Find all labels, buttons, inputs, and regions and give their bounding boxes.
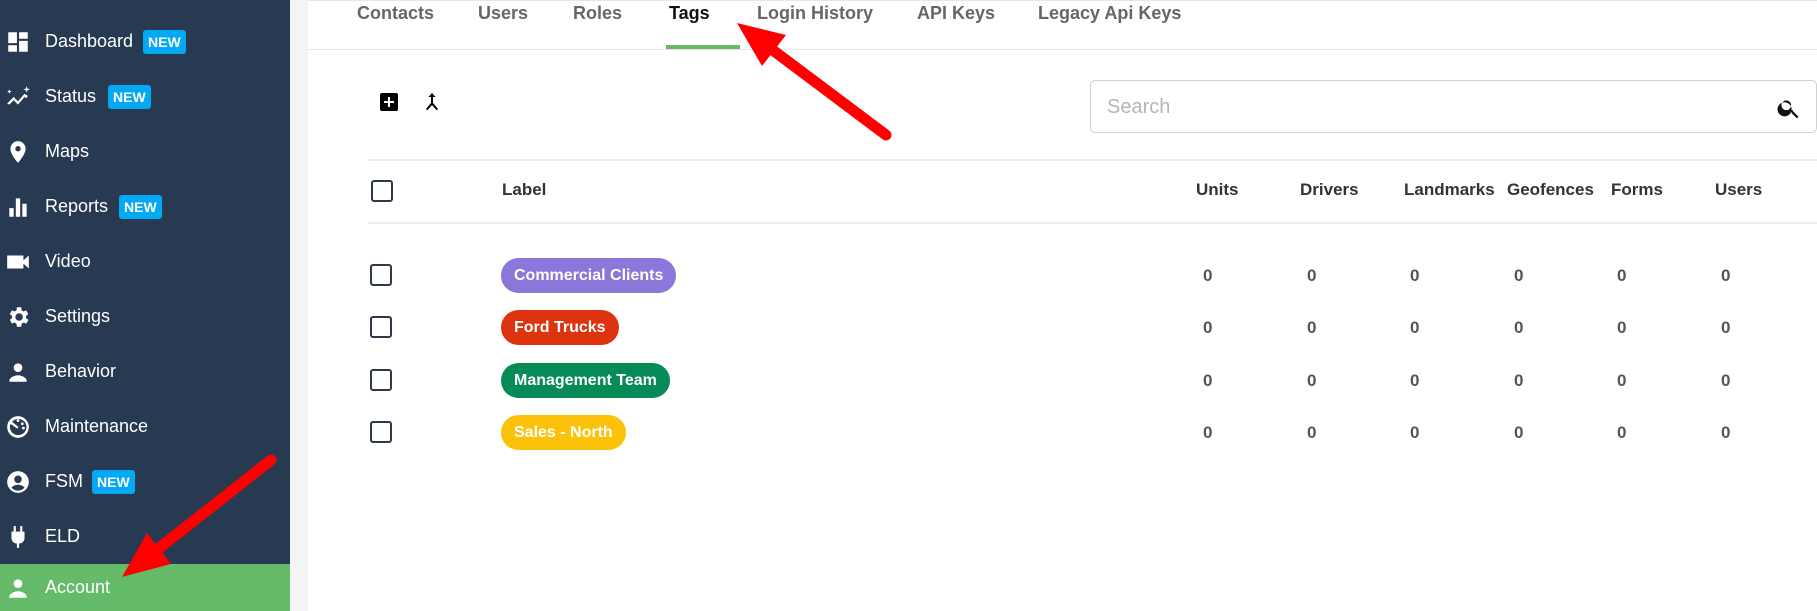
sidebar-item-label: Maps [45, 141, 90, 161]
units-count: 0 [1203, 318, 1213, 337]
units-count: 0 [1203, 266, 1213, 285]
drivers-count: 0 [1307, 318, 1317, 337]
row-checkbox[interactable] [370, 316, 392, 338]
search-icon[interactable] [1776, 95, 1802, 121]
geofences-count: 0 [1514, 423, 1524, 442]
gear-icon [5, 304, 31, 330]
new-badge: NEW [108, 84, 151, 109]
row-checkbox[interactable] [370, 264, 392, 286]
sidebar-item-video[interactable]: Video [0, 238, 290, 285]
geofences-count: 0 [1514, 371, 1524, 390]
column-header-units[interactable]: Units [1196, 180, 1239, 199]
plug-icon [5, 524, 31, 550]
drivers-count: 0 [1307, 266, 1317, 285]
table-header-divider [368, 222, 1817, 224]
map-pin-icon [5, 139, 31, 165]
landmarks-count: 0 [1410, 318, 1420, 337]
search-input[interactable] [1107, 93, 1747, 121]
search-box [1090, 80, 1817, 133]
units-count: 0 [1203, 423, 1213, 442]
row-checkbox[interactable] [370, 369, 392, 391]
column-header-forms[interactable]: Forms [1611, 180, 1663, 199]
forms-count: 0 [1617, 266, 1627, 285]
merge-icon[interactable] [424, 92, 440, 112]
select-all-checkbox[interactable] [371, 180, 393, 202]
users-count: 0 [1721, 423, 1731, 442]
column-header-users[interactable]: Users [1715, 180, 1763, 199]
sidebar-item-fsm[interactable]: FSM NEW [0, 458, 290, 505]
landmarks-count: 0 [1410, 266, 1420, 285]
new-badge: NEW [119, 194, 162, 219]
sidebar-item-label: Settings [45, 306, 111, 326]
person-icon [5, 575, 31, 601]
person-icon [5, 359, 31, 385]
new-badge: NEW [92, 469, 135, 494]
tag-pill[interactable]: Commercial Clients [501, 258, 677, 293]
sidebar-item-label: Account [45, 577, 111, 597]
forms-count: 0 [1617, 318, 1627, 337]
status-trend-icon [5, 84, 31, 110]
sidebar-item-label: Status [45, 86, 97, 106]
sidebar-item-label: FSM [45, 471, 83, 491]
sidebar-item-label: Video [45, 251, 91, 271]
drivers-count: 0 [1307, 371, 1317, 390]
column-header-label[interactable]: Label [502, 180, 547, 199]
users-count: 0 [1721, 318, 1731, 337]
forms-count: 0 [1617, 371, 1627, 390]
maintenance-gauge-icon [5, 414, 31, 440]
video-camera-icon [5, 249, 31, 275]
users-count: 0 [1721, 371, 1731, 390]
landmarks-count: 0 [1410, 371, 1420, 390]
forms-count: 0 [1617, 423, 1627, 442]
sidebar-item-account[interactable]: Account [0, 564, 290, 611]
sidebar-item-maps[interactable]: Maps [0, 128, 290, 175]
account-circle-icon [5, 469, 31, 495]
dashboard-icon [5, 29, 31, 55]
column-header-drivers[interactable]: Drivers [1300, 180, 1359, 199]
sidebar-item-label: Dashboard [45, 31, 134, 51]
new-badge: NEW [143, 29, 186, 54]
sidebar-item-behavior[interactable]: Behavior [0, 348, 290, 395]
geofences-count: 0 [1514, 266, 1524, 285]
active-tab-indicator [666, 45, 740, 49]
sidebar-item-dashboard[interactable]: Dashboard NEW [0, 18, 290, 65]
sidebar-item-label: Maintenance [45, 416, 149, 436]
add-box-icon[interactable] [380, 93, 398, 111]
sidebar-item-status[interactable]: Status NEW [0, 73, 290, 120]
main-content: Contacts Users Roles Tags Login History … [308, 0, 1817, 611]
sidebar-item-label: Reports [45, 196, 109, 216]
sidebar: Dashboard NEW Status NEW Maps Reports NE… [0, 0, 290, 611]
tag-pill[interactable]: Management Team [501, 363, 670, 398]
tab-bar: Contacts Users Roles Tags Login History … [308, 1, 1817, 50]
drivers-count: 0 [1307, 423, 1317, 442]
tag-pill[interactable]: Ford Trucks [501, 310, 619, 345]
users-count: 0 [1721, 266, 1731, 285]
column-header-geofences[interactable]: Geofences [1507, 180, 1594, 199]
landmarks-count: 0 [1410, 423, 1420, 442]
column-header-landmarks[interactable]: Landmarks [1404, 180, 1495, 199]
sidebar-gutter [290, 0, 308, 611]
sidebar-item-label: ELD [45, 526, 81, 546]
row-checkbox[interactable] [370, 421, 392, 443]
tag-pill[interactable]: Sales - North [501, 415, 626, 450]
sidebar-item-label: Behavior [45, 361, 117, 381]
bar-chart-icon [5, 194, 31, 220]
units-count: 0 [1203, 371, 1213, 390]
sidebar-item-reports[interactable]: Reports NEW [0, 183, 290, 230]
table-top-divider [368, 159, 1817, 161]
geofences-count: 0 [1514, 318, 1524, 337]
sidebar-item-eld[interactable]: ELD [0, 513, 290, 560]
sidebar-item-maintenance[interactable]: Maintenance [0, 403, 290, 450]
sidebar-item-settings[interactable]: Settings [0, 293, 290, 340]
